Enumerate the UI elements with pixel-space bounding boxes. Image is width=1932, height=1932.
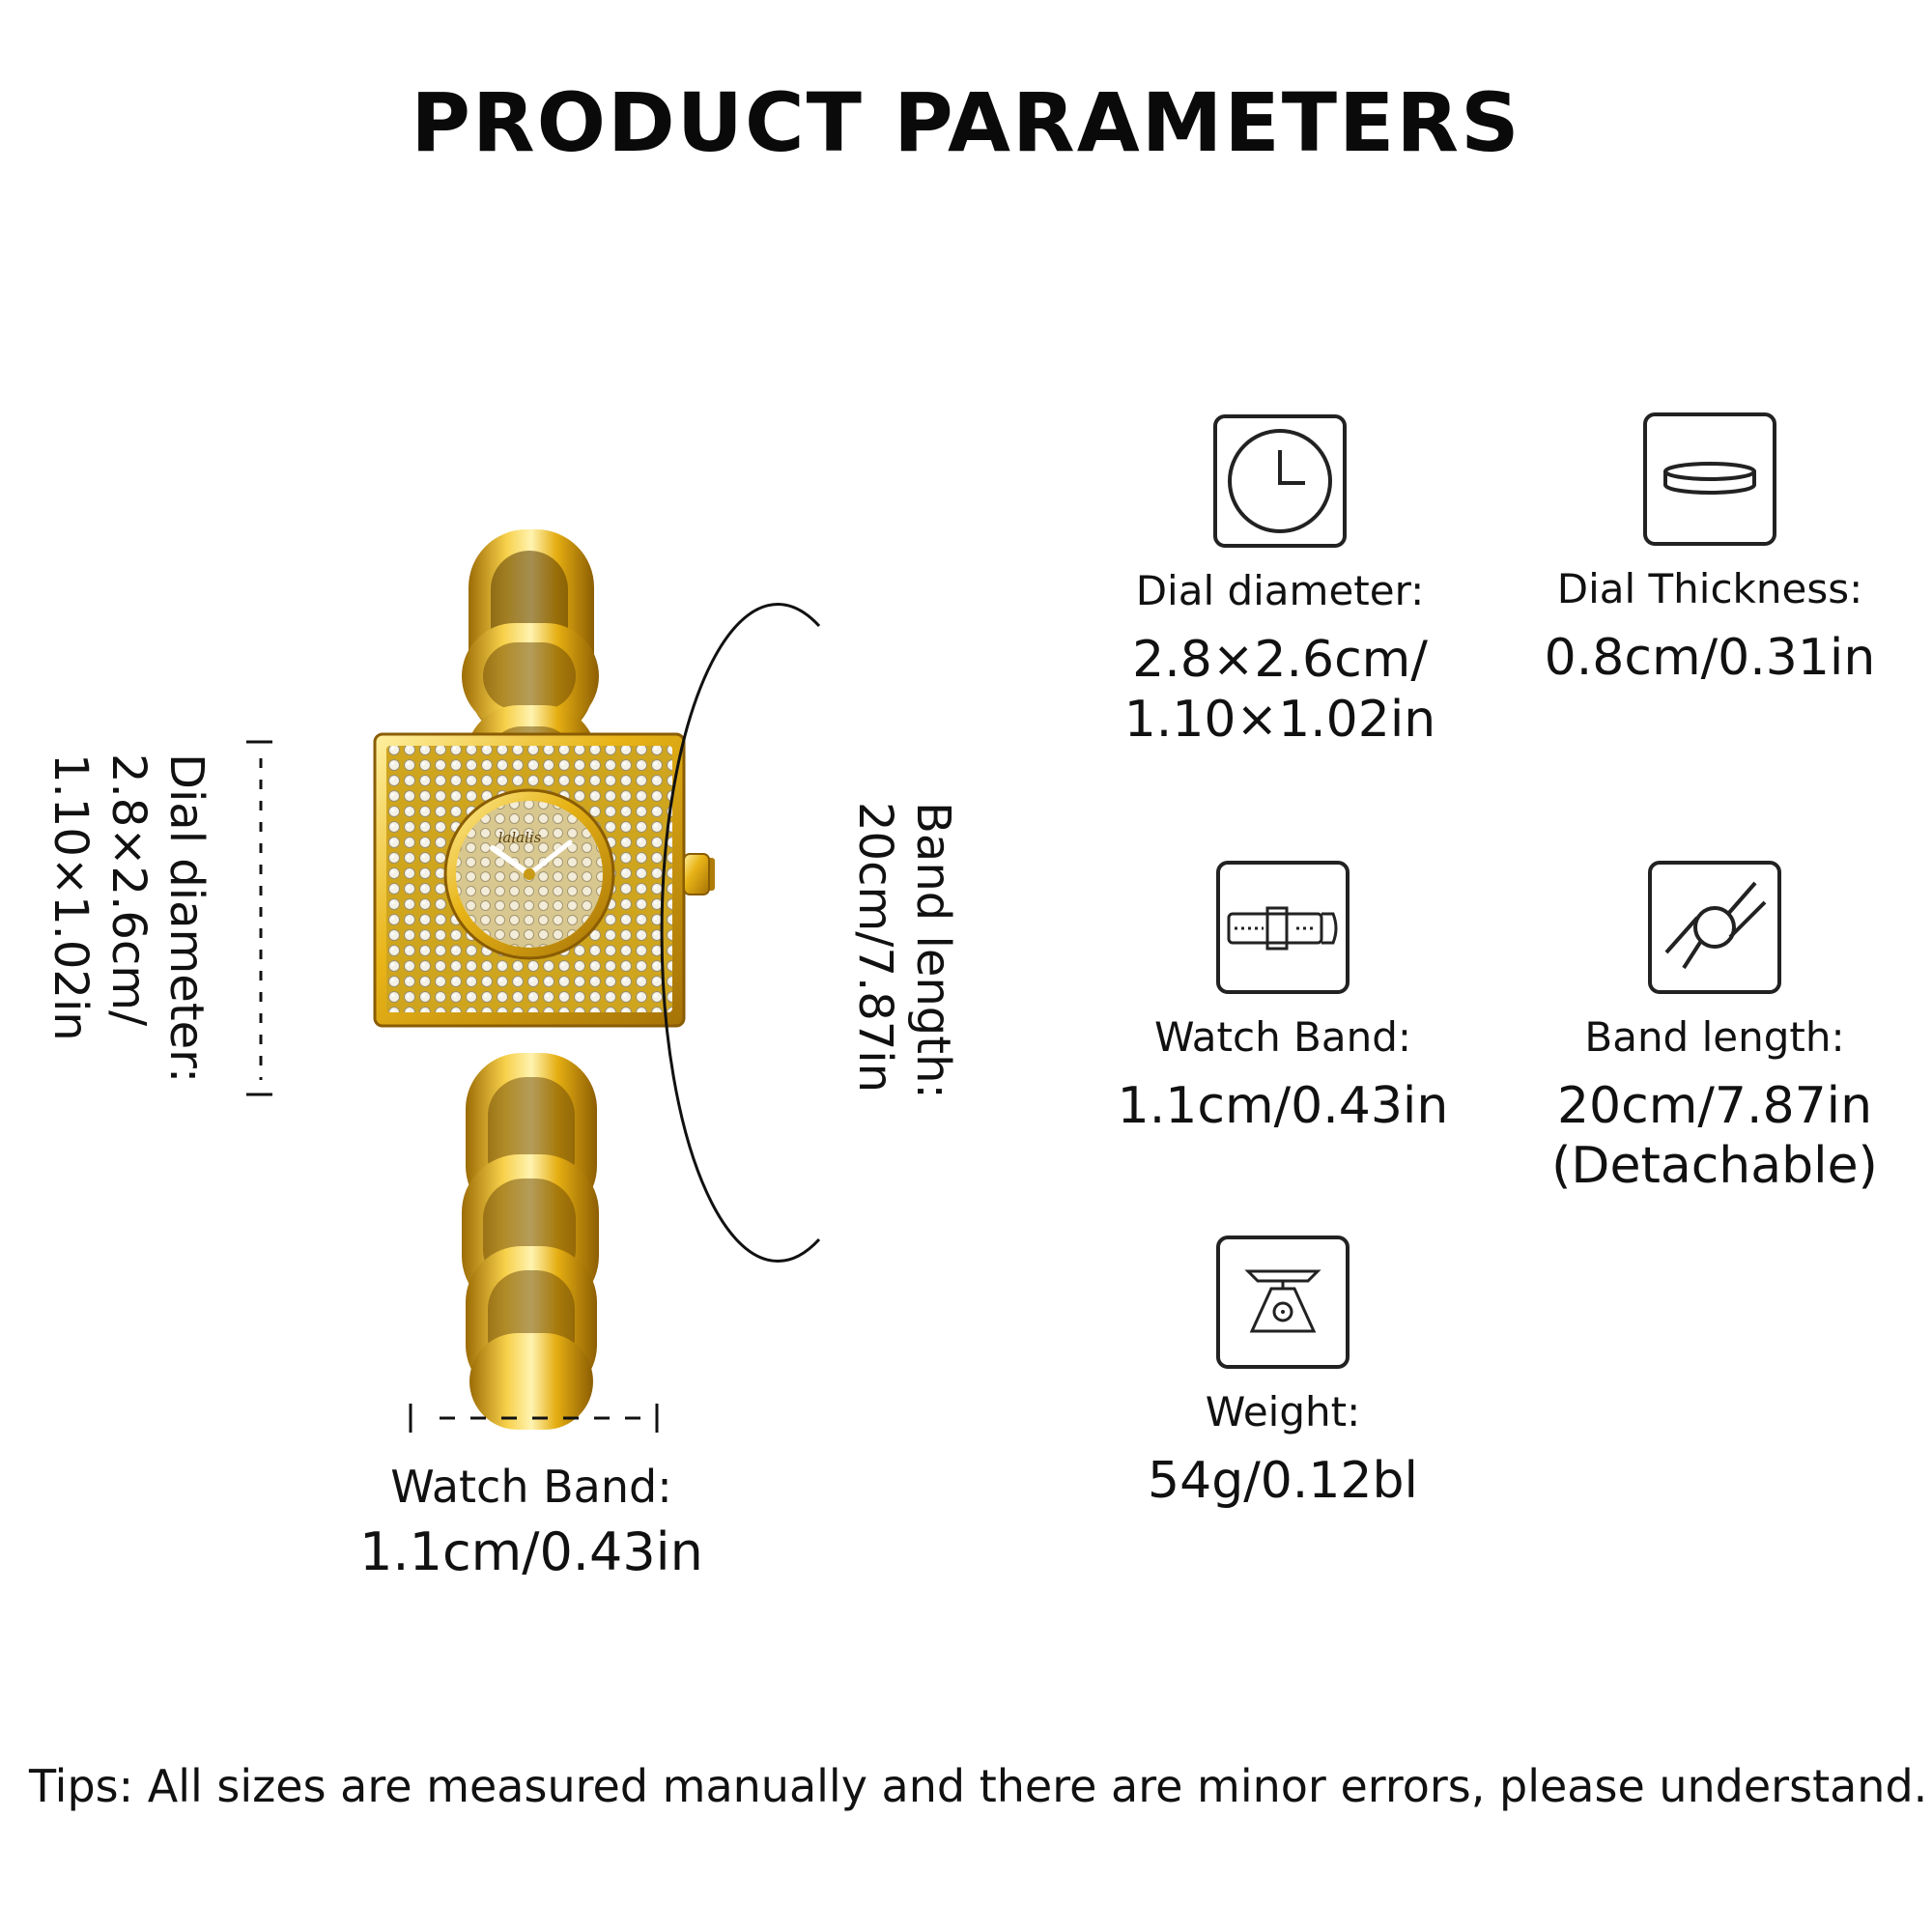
watch-band-value: 1.1cm/0.43in xyxy=(359,1521,703,1582)
brand-mark: lalalis xyxy=(498,829,542,846)
watch-band-caption: Watch Band: 1.1cm/0.43in xyxy=(309,1459,753,1590)
dial-diameter-vertical-label: Dial diameter: 2.8×2.6cm/ 1.10×1.02in xyxy=(42,753,215,1083)
param-band-length-label: Band length: xyxy=(1584,1013,1845,1061)
param-dial-thickness-value: 0.8cm/0.31in xyxy=(1544,629,1876,687)
chain-links-bottom xyxy=(462,1053,599,1430)
dial-diameter-value-cm: 2.8×2.6cm/ xyxy=(101,753,156,1027)
clock-icon xyxy=(1213,414,1347,548)
param-dial-diameter-value-in: 1.10×1.02in xyxy=(1123,691,1436,749)
watch-band-label: Watch Band: xyxy=(390,1461,672,1513)
param-watch-band-value: 1.1cm/0.43in xyxy=(1117,1077,1449,1135)
param-weight-label: Weight: xyxy=(1205,1388,1361,1435)
param-dial-thickness: Dial Thickness: 0.8cm/0.31in xyxy=(1439,412,1932,688)
dial-diameter-value-in: 1.10×1.02in xyxy=(43,753,98,1041)
minute-hand xyxy=(526,839,573,877)
page-title: PRODUCT PARAMETERS xyxy=(411,75,1521,170)
dial-diameter-guide xyxy=(246,740,272,1096)
band-length-value: 20cm/7.87in xyxy=(848,802,902,1094)
hour-hand xyxy=(490,845,532,877)
param-weight-value: 54g/0.12bl xyxy=(1148,1452,1418,1510)
param-weight: Weight: 54g/0.12bl xyxy=(1012,1235,1553,1511)
param-band-length-value: 20cm/7.87in xyxy=(1556,1077,1873,1135)
watch-band-guide xyxy=(409,1404,659,1433)
param-watch-band: Watch Band: 1.1cm/0.43in xyxy=(1012,860,1553,1136)
param-dial-diameter-label: Dial diameter: xyxy=(1135,567,1425,614)
band-loop-guide xyxy=(660,603,821,1263)
param-dial-thickness-label: Dial Thickness: xyxy=(1556,565,1863,612)
dial-diameter-label: Dial diameter: xyxy=(159,753,213,1084)
param-band-length: Band length: 20cm/7.87in (Detachable) xyxy=(1444,860,1932,1196)
band-length-label: Band length: xyxy=(906,802,960,1099)
strap-icon xyxy=(1216,861,1350,994)
watch-dial: lalalis xyxy=(443,788,615,960)
band-length-vertical-label: Band length: 20cm/7.87in xyxy=(846,802,962,1099)
param-dial-diameter: Dial diameter: 2.8×2.6cm/ 1.10×1.02in xyxy=(1009,413,1550,750)
scale-icon xyxy=(1216,1236,1350,1369)
tips-note: Tips: All sizes are measured manually an… xyxy=(29,1760,1928,1812)
dial-thickness-icon xyxy=(1643,412,1776,546)
param-dial-diameter-value-cm: 2.8×2.6cm/ xyxy=(1132,631,1428,689)
band-length-icon xyxy=(1648,861,1781,994)
param-band-length-note: (Detachable) xyxy=(1551,1137,1878,1195)
param-watch-band-label: Watch Band: xyxy=(1153,1013,1412,1061)
